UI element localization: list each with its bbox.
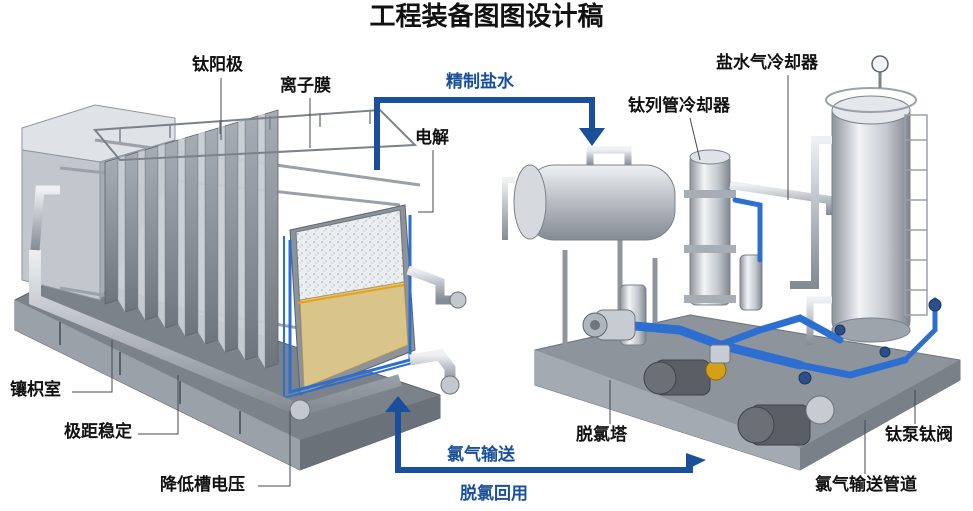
pressure-gauge-icon [871,55,889,73]
label-titanium-cooler: 钛列管冷却器 [628,96,730,116]
refined-brine-arrowhead [579,128,605,146]
pump-2 [643,344,731,396]
label-titanium-anode: 钛阳极 [192,55,243,75]
flow-chlorine-transport: 氯气输送 [447,445,515,465]
label-dechlorination-tower: 脱氯塔 [576,425,627,445]
membrane-panel [299,281,409,389]
label-titanium-pump-valve: 钛泵钛阀 [885,425,953,445]
chlorine-transport-arrowhead-up [385,396,411,412]
dechlorination-tower [790,55,928,345]
pump-3 [737,395,835,446]
page-title: 工程装备图图设计稿 [369,2,604,32]
dechlorination-skid [502,55,961,471]
electrolyzer-piping [406,265,467,395]
leader-lines [72,75,916,487]
pump-1 [582,309,636,341]
label-reduce-voltage: 降低槽电压 [160,475,245,495]
refined-brine-arrow [374,97,595,170]
label-pole-distance: 极距稳定 [64,422,132,442]
header-pipe [29,250,402,417]
label-electrolysis: 电解 [415,128,449,148]
label-brine-gas-cooler: 盐水气冷却器 [716,53,818,73]
valves [798,298,942,385]
horizontal-tank [502,146,676,241]
label-ion-membrane: 离子膜 [280,76,331,96]
flow-dechlorination-reuse: 脱氯回用 [460,484,528,504]
titanium-tube-cooler [684,149,834,306]
label-chlorine-pipeline: 氯气输送管道 [815,475,917,495]
electrolyzer [14,104,467,471]
cell-frames [92,108,418,369]
flow-refined-brine: 精制盐水 [446,72,514,92]
label-cathode-chamber: 镶枳室 [10,380,61,400]
chlorine-transport-arrowhead-right [686,453,706,470]
cutaway-cell [283,204,417,400]
